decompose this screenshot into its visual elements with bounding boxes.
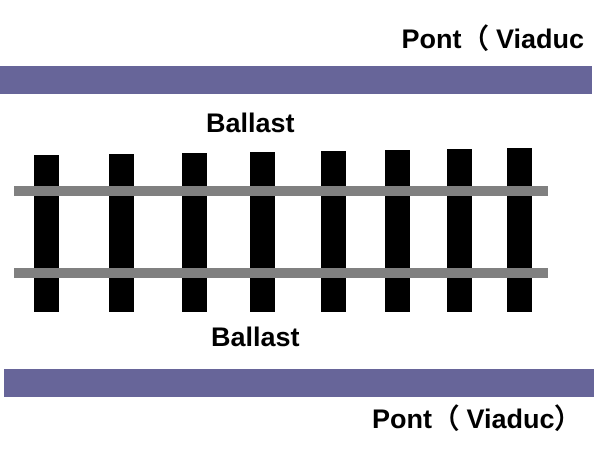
sleeper <box>321 151 346 312</box>
bridge-deck-top <box>0 66 592 94</box>
sleeper <box>447 149 472 312</box>
ballast-label-top: Ballast <box>206 108 295 138</box>
bridge-deck-bottom <box>4 369 594 397</box>
bridge-label-top: Pont（ Viaduc <box>401 24 584 54</box>
bridge-label-bottom: Pont（ Viaduc） <box>372 404 582 434</box>
sleeper <box>109 154 134 312</box>
rail <box>14 268 548 278</box>
sleeper <box>385 150 410 312</box>
sleeper <box>34 155 59 312</box>
rail <box>14 186 548 196</box>
sleeper <box>250 152 275 312</box>
ballast-label-bottom: Ballast <box>211 322 300 352</box>
sleeper <box>507 148 532 312</box>
sleeper <box>182 153 207 312</box>
